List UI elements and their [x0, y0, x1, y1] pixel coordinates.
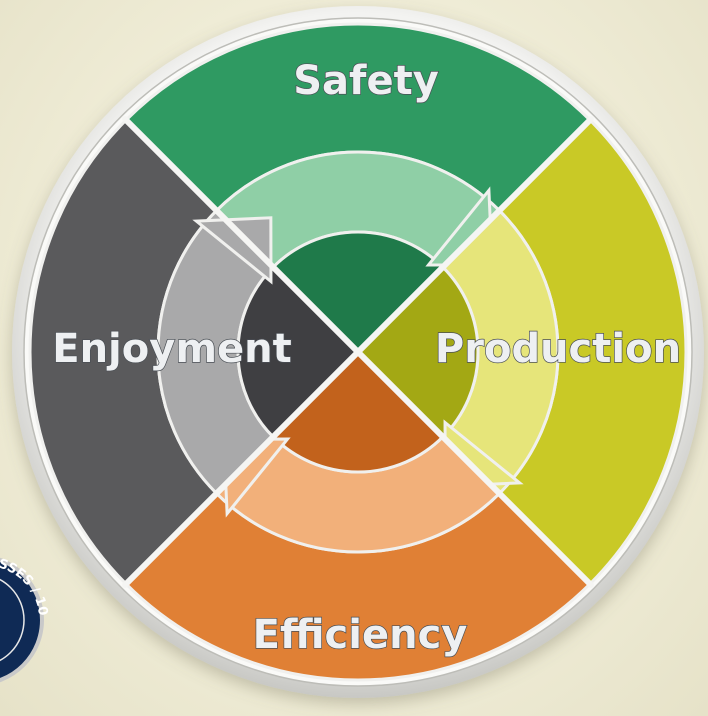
- safety-segment: [123, 22, 593, 355]
- divider-lines: [122, 116, 594, 588]
- enjoyment-inner-core: [236, 265, 361, 439]
- efficiency-segment: [123, 349, 593, 682]
- safety-inner-core: [271, 230, 445, 355]
- efficiency-inner-core: [271, 349, 445, 474]
- segments-group: [28, 22, 688, 682]
- enjoyment-arrow-head: [192, 216, 273, 285]
- enjoyment-label: Enjoyment: [52, 326, 291, 372]
- production-segment: [355, 117, 688, 587]
- enjoyment-segment: [28, 117, 361, 587]
- production-label: Production: [435, 326, 681, 372]
- badge-seal: MISSES / 10: [0, 555, 50, 683]
- efficiency-label: Efficiency: [253, 612, 468, 658]
- safety-label: Safety: [293, 58, 439, 104]
- production-inner-core: [355, 265, 480, 439]
